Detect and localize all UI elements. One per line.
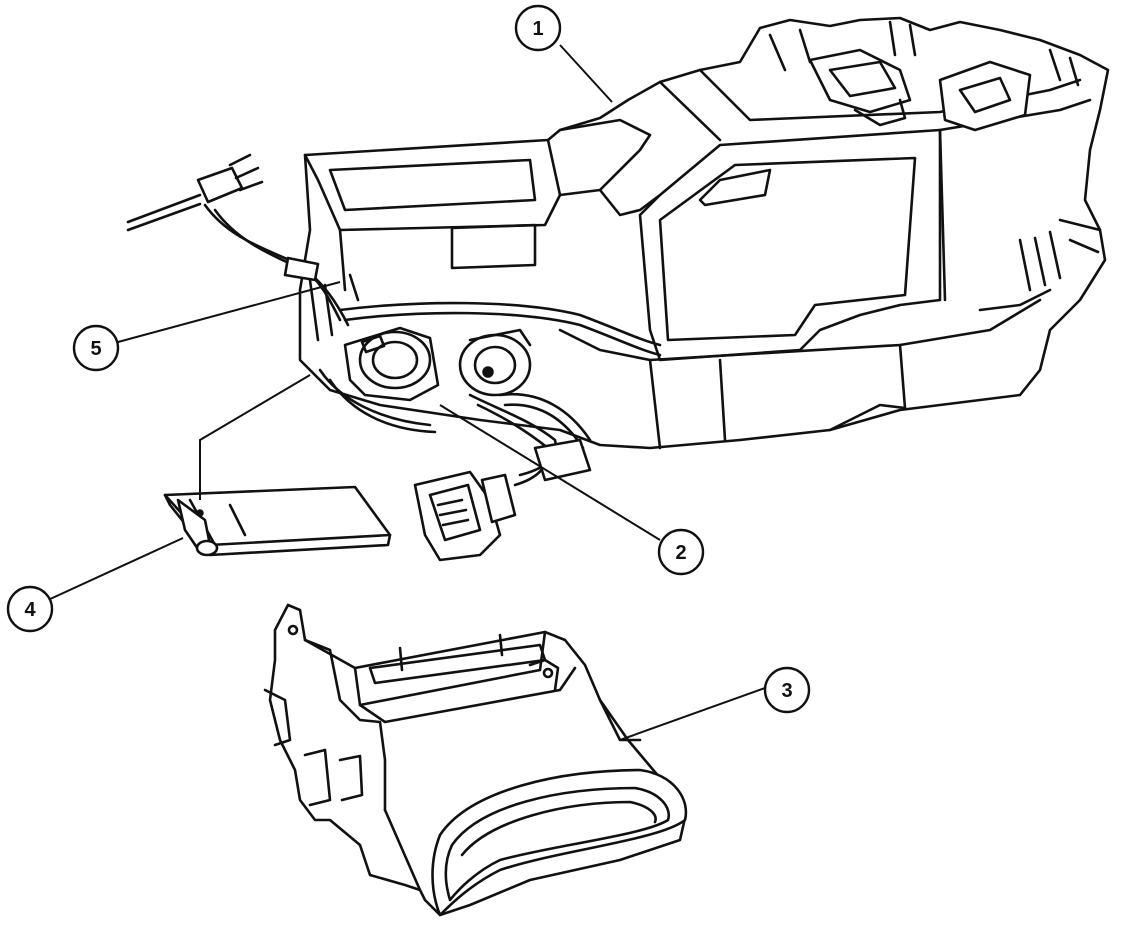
callout-5-circle [72, 324, 120, 372]
leader-5 [117, 281, 341, 343]
callout-5: 5 [72, 324, 120, 372]
callout-4: 4 [6, 585, 54, 633]
callout-5-label: 5 [90, 338, 101, 360]
callout-1-label: 1 [532, 18, 543, 40]
callout-1: 1 [514, 4, 562, 52]
duct [263, 603, 688, 917]
leader-3 [619, 687, 766, 741]
leader-lines [47, 44, 766, 741]
wiring-harness [126, 153, 662, 562]
leader-5-lower [199, 374, 311, 500]
leader-4 [47, 537, 184, 601]
callout-1-circle [514, 4, 562, 52]
leader-1 [559, 44, 613, 103]
leader-2 [439, 404, 661, 541]
filter-door [163, 485, 392, 557]
callout-2-label: 2 [675, 542, 686, 564]
callout-3-circle [763, 666, 811, 714]
callout-4-circle [6, 585, 54, 633]
callout-2-circle [657, 528, 705, 576]
callout-3: 3 [763, 666, 811, 714]
callout-4-label: 4 [24, 599, 36, 621]
callout-2: 2 [657, 528, 705, 576]
callout-3-label: 3 [781, 680, 792, 702]
